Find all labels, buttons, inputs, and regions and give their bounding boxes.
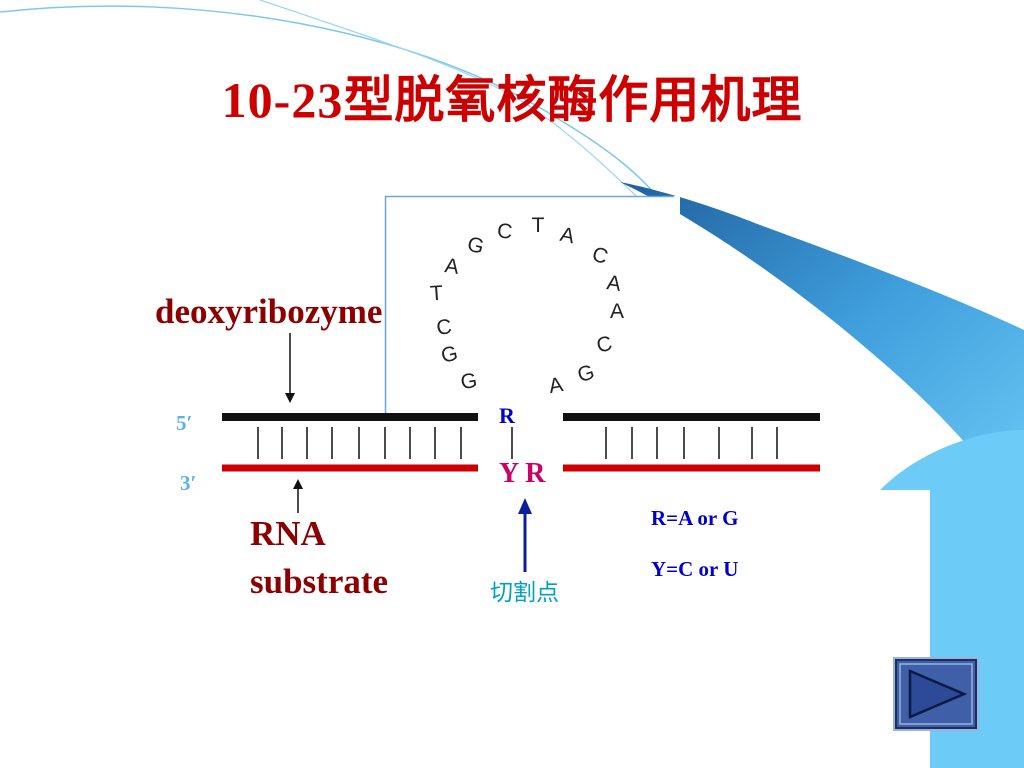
base-pairs-left: [257, 427, 462, 459]
legend-y: Y=C or U: [651, 557, 739, 581]
substrate-label: substrate: [250, 562, 389, 601]
decor-swoosh: [620, 182, 1024, 520]
deoxyribozyme-label: deoxyribozyme: [155, 292, 383, 331]
loop-nucleotide: T: [532, 214, 545, 237]
loop-nucleotide: A: [558, 223, 576, 248]
play-triangle-icon: [893, 657, 979, 731]
cleavage-site-label: 切割点: [490, 580, 559, 606]
rna-substrate-arrow: [293, 479, 303, 513]
loop-frame: [385, 196, 674, 416]
r-top-label: R: [499, 403, 515, 428]
loop-nucleotide: A: [443, 254, 460, 279]
rna-label: RNA: [250, 514, 326, 553]
decor-curve-1: [0, 5, 661, 201]
loop-nucleotide: A: [605, 271, 622, 296]
legend-r: R=A or G: [651, 506, 739, 530]
decor-corner: [880, 430, 1024, 768]
y-r-label: Y R: [499, 458, 546, 489]
loop-nucleotide: C: [589, 243, 611, 270]
decor-curve-2: [259, 0, 641, 201]
swoosh-cutout: [674, 196, 680, 396]
loop-nucleotide: C: [594, 332, 614, 358]
loop-nucleotide: G: [439, 342, 460, 368]
loop-nucleotide: G: [575, 360, 598, 387]
base-pairs-right: [605, 427, 778, 459]
loop-nucleotide: T: [429, 282, 444, 306]
loop-nucleotide: G: [459, 369, 479, 394]
next-slide-button[interactable]: [893, 657, 979, 731]
slide-title: 10-23型脱氧核酶作用机理: [221, 72, 803, 128]
loop-nucleotide: A: [547, 373, 565, 398]
loop-nucleotide: A: [610, 300, 624, 323]
loop-nucleotide: G: [465, 233, 486, 259]
loop-nucleotide: C: [435, 315, 453, 340]
five-prime-label: 5′: [176, 411, 193, 435]
cleavage-arrow: [518, 498, 532, 572]
three-prime-label: 3′: [180, 471, 197, 495]
deoxyribozyme-arrow: [285, 333, 295, 403]
loop-nucleotide: C: [496, 219, 513, 243]
